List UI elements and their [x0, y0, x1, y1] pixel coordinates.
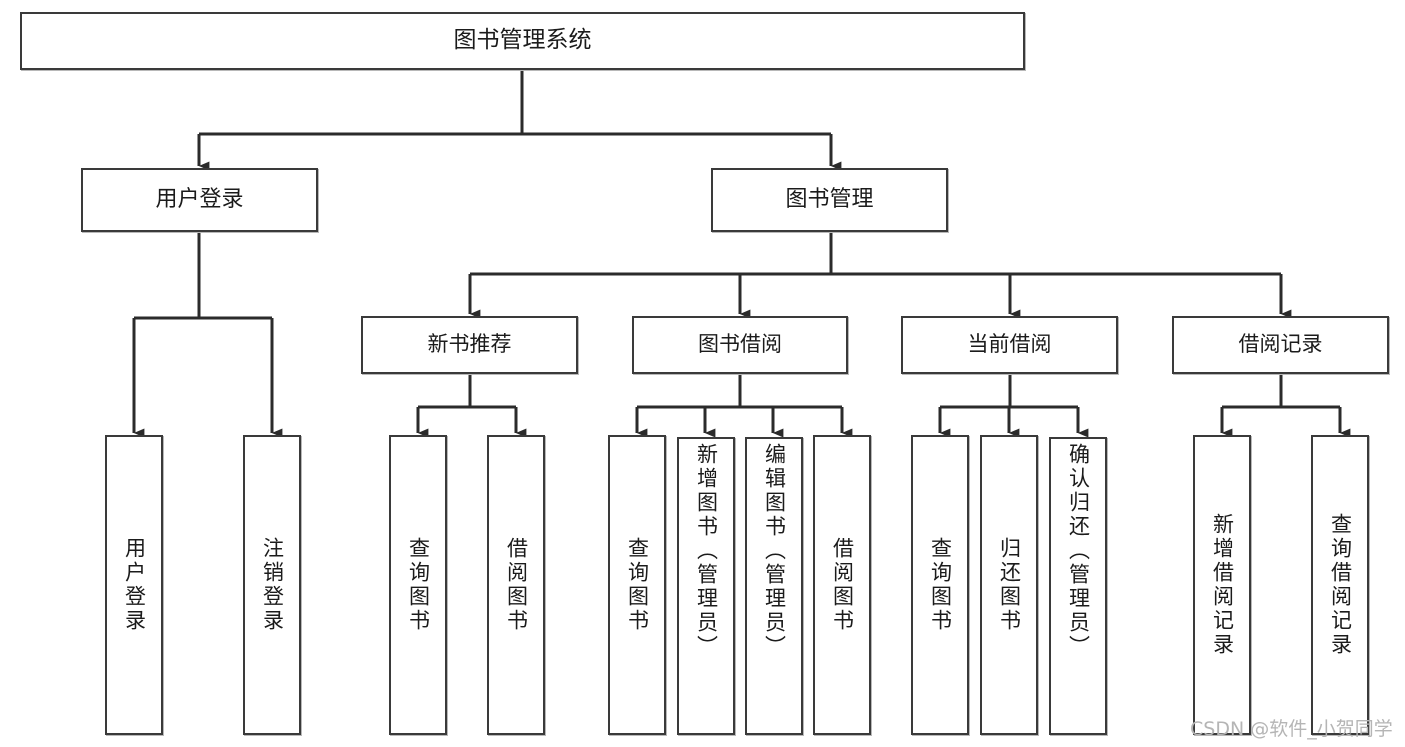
node-label: 查询图书: [625, 537, 650, 633]
node-leaf-book-borrow-borrow-books[interactable]: 借阅图书: [813, 435, 871, 735]
node-label: 新书推荐: [427, 332, 512, 357]
node-leaf-current-borrow-return-books[interactable]: 归还图书: [980, 435, 1038, 735]
node-leaf-new-book-query-books[interactable]: 查询图书: [389, 435, 447, 735]
node-borrowing-record[interactable]: 借阅记录: [1172, 316, 1389, 374]
node-label: 新增借阅记录: [1210, 513, 1235, 657]
node-leaf-user-login-login[interactable]: 用户登录: [105, 435, 163, 735]
node-leaf-current-borrow-query-books[interactable]: 查询图书: [911, 435, 969, 735]
node-label: 当前借阅: [967, 332, 1052, 357]
node-label: 新增图书（管理员）: [694, 443, 719, 659]
node-leaf-book-borrow-query-books[interactable]: 查询图书: [608, 435, 666, 735]
node-label: 查询图书: [406, 537, 431, 633]
node-label: 借阅记录: [1238, 332, 1323, 357]
node-label: 注销登录: [260, 537, 285, 633]
node-leaf-current-borrow-confirm-return-admin[interactable]: 确认归还（管理员）: [1049, 437, 1107, 735]
node-label: 图书管理: [785, 186, 874, 212]
node-label: 用户登录: [155, 186, 244, 212]
node-book-management[interactable]: 图书管理: [711, 168, 948, 232]
node-current-borrowing[interactable]: 当前借阅: [901, 316, 1118, 374]
node-leaf-new-book-borrow-books[interactable]: 借阅图书: [487, 435, 545, 735]
node-label: 用户登录: [122, 537, 147, 633]
node-label: 图书借阅: [698, 332, 782, 357]
node-label: 查询图书: [928, 537, 953, 633]
node-leaf-borrow-record-add-record[interactable]: 新增借阅记录: [1193, 435, 1251, 735]
node-leaf-borrow-record-query-record[interactable]: 查询借阅记录: [1311, 435, 1369, 735]
node-label: 查询借阅记录: [1328, 513, 1353, 657]
node-root-book-management-system[interactable]: 图书管理系统: [20, 12, 1025, 70]
node-label: 图书管理系统: [453, 27, 592, 54]
node-label: 归还图书: [997, 537, 1022, 633]
node-label: 编辑图书（管理员）: [762, 443, 787, 659]
node-leaf-book-borrow-add-book-admin[interactable]: 新增图书（管理员）: [677, 437, 735, 735]
node-label: 确认归还（管理员）: [1066, 443, 1091, 659]
node-label: 借阅图书: [830, 537, 855, 633]
node-user-login[interactable]: 用户登录: [81, 168, 318, 232]
node-book-borrowing[interactable]: 图书借阅: [632, 316, 848, 374]
node-new-book-recommendation[interactable]: 新书推荐: [361, 316, 578, 374]
node-leaf-user-login-logout[interactable]: 注销登录: [243, 435, 301, 735]
node-leaf-book-borrow-edit-book-admin[interactable]: 编辑图书（管理员）: [745, 437, 803, 735]
node-label: 借阅图书: [504, 537, 529, 633]
